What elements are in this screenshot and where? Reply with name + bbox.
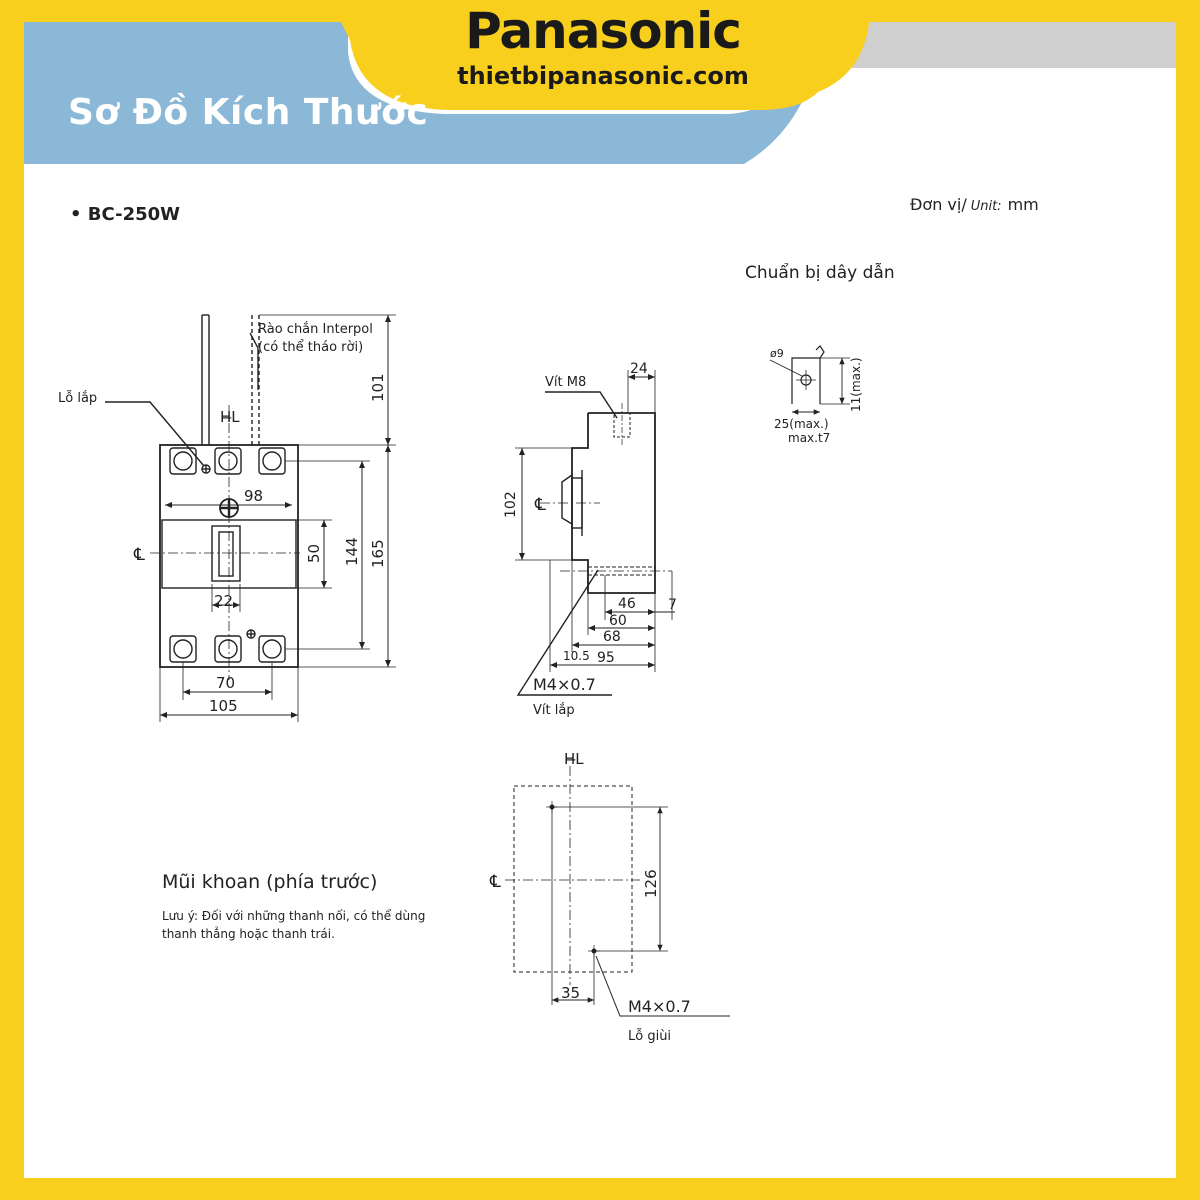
wire-max11: 11(max.) (849, 357, 863, 412)
barrier-label-2: (có thể tháo rời) (258, 340, 363, 355)
dim-105: 105 (209, 697, 238, 715)
barrier-label-1: Rào chắn Interpol (258, 322, 373, 337)
blue-banner (24, 22, 824, 164)
dim-10-5: 10.5 (563, 649, 590, 663)
page-frame (24, 22, 1176, 1178)
dim-35: 35 (561, 984, 580, 1002)
dim-22: 22 (214, 592, 233, 610)
dim-24: 24 (630, 361, 648, 377)
wire-t7: max.t7 (788, 431, 830, 445)
dim-68: 68 (603, 629, 621, 645)
drill-hole-label: Lỗ giùi (628, 1029, 671, 1044)
mount-hole-label: Lỗ lắp (58, 391, 97, 406)
screw-m8-label: Vít M8 (545, 375, 586, 390)
dim-165: 165 (369, 539, 387, 568)
unit-italic: Unit: (971, 199, 1002, 214)
brand-logo-text: Panasonic (465, 2, 742, 60)
center-symbol-side: ℄ (534, 495, 546, 515)
mount-screw-size: M4×0.7 (533, 675, 596, 694)
front-view (105, 314, 396, 722)
model-label: • BC-250W (70, 204, 180, 225)
hl-symbol-drill: H̶L (564, 750, 584, 768)
svg-text:Đơn vị/Unit:mm: Đơn vị/Unit: mm (910, 195, 1039, 214)
dim-70: 70 (216, 674, 235, 692)
wire-prep-title: Chuẩn bị dây dẫn (745, 262, 895, 283)
unit-prefix: Đơn vị/ (910, 195, 967, 214)
wire-max25: 25(max.) (774, 417, 829, 431)
dim-102: 102 (503, 491, 519, 518)
dim-50: 50 (305, 544, 323, 563)
drill-note-2: thanh thẳng hoặc thanh trái. (162, 926, 335, 941)
drill-drawing (505, 766, 730, 1017)
drill-note-1: Lưu ý: Đối với những thanh nối, có thể d… (162, 909, 425, 923)
drill-screw-size: M4×0.7 (628, 997, 691, 1016)
dim-126: 126 (642, 869, 660, 898)
hl-symbol-front: H̶L (220, 408, 240, 426)
brand-block[interactable]: Panasonic thietbipanasonic.com (348, 0, 858, 110)
brand-shape (330, 0, 871, 110)
gray-tab (824, 22, 1176, 68)
brand-site-link[interactable]: thietbipanasonic.com (457, 62, 749, 90)
dim-144: 144 (343, 537, 361, 566)
wire-prep-drawing (769, 345, 850, 415)
dim-60: 60 (609, 613, 627, 629)
side-view (515, 370, 675, 696)
drill-title: Mũi khoan (phía trước) (162, 871, 377, 893)
center-symbol-drill: ℄ (489, 872, 501, 892)
center-symbol-front: ℄ (133, 545, 145, 565)
wire-phi: ø9 (770, 347, 784, 360)
unit-value: mm (1008, 195, 1039, 214)
dim-98: 98 (244, 487, 263, 505)
dim-46: 46 (618, 596, 636, 612)
mount-screw-label: Vít lắp (533, 703, 575, 718)
dim-95: 95 (597, 650, 615, 666)
dim-101: 101 (369, 373, 387, 402)
page-title: Sơ Đồ Kích Thước (68, 92, 429, 133)
dim-7: 7 (668, 597, 677, 613)
